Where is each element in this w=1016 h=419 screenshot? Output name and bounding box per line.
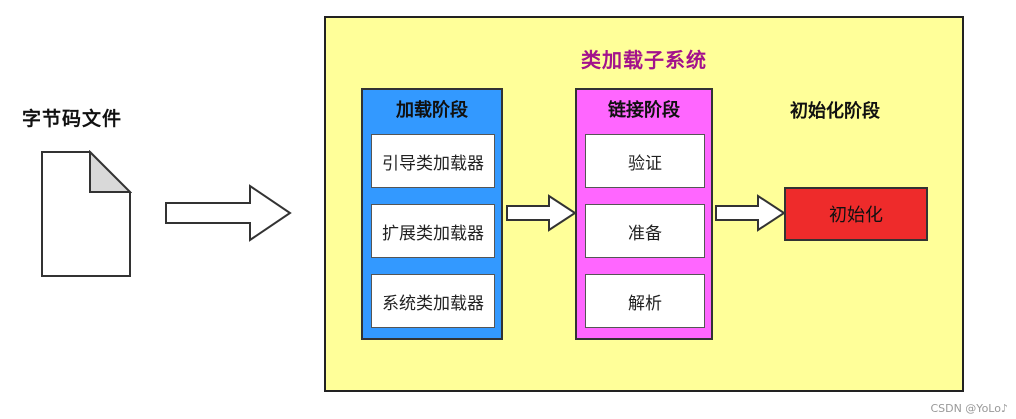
document-icon xyxy=(41,150,132,277)
prepare-box: 准备 xyxy=(585,204,705,258)
loading-stage-title: 加载阶段 xyxy=(396,100,468,121)
resolve-box: 解析 xyxy=(585,274,705,328)
bytecode-file-label: 字节码文件 xyxy=(22,108,123,130)
watermark: CSDN @YoLo♪ xyxy=(930,402,1008,415)
bootstrap-loader-box: 引导类加载器 xyxy=(371,134,495,188)
loading-stage: 加载阶段 引导类加载器 扩展类加载器 系统类加载器 xyxy=(361,88,503,340)
system-loader-box: 系统类加载器 xyxy=(371,274,495,328)
arrow-to-subsystem xyxy=(165,184,292,242)
arrow-link-to-init xyxy=(715,194,786,232)
verify-box: 验证 xyxy=(585,134,705,188)
initialization-box: 初始化 xyxy=(784,187,928,241)
init-stage-title: 初始化阶段 xyxy=(790,101,880,122)
linking-stage-title: 链接阶段 xyxy=(608,100,680,121)
arrow-load-to-link xyxy=(506,194,577,232)
subsystem-title: 类加载子系统 xyxy=(581,48,707,72)
linking-stage: 链接阶段 验证 准备 解析 xyxy=(575,88,713,340)
extension-loader-box: 扩展类加载器 xyxy=(371,204,495,258)
